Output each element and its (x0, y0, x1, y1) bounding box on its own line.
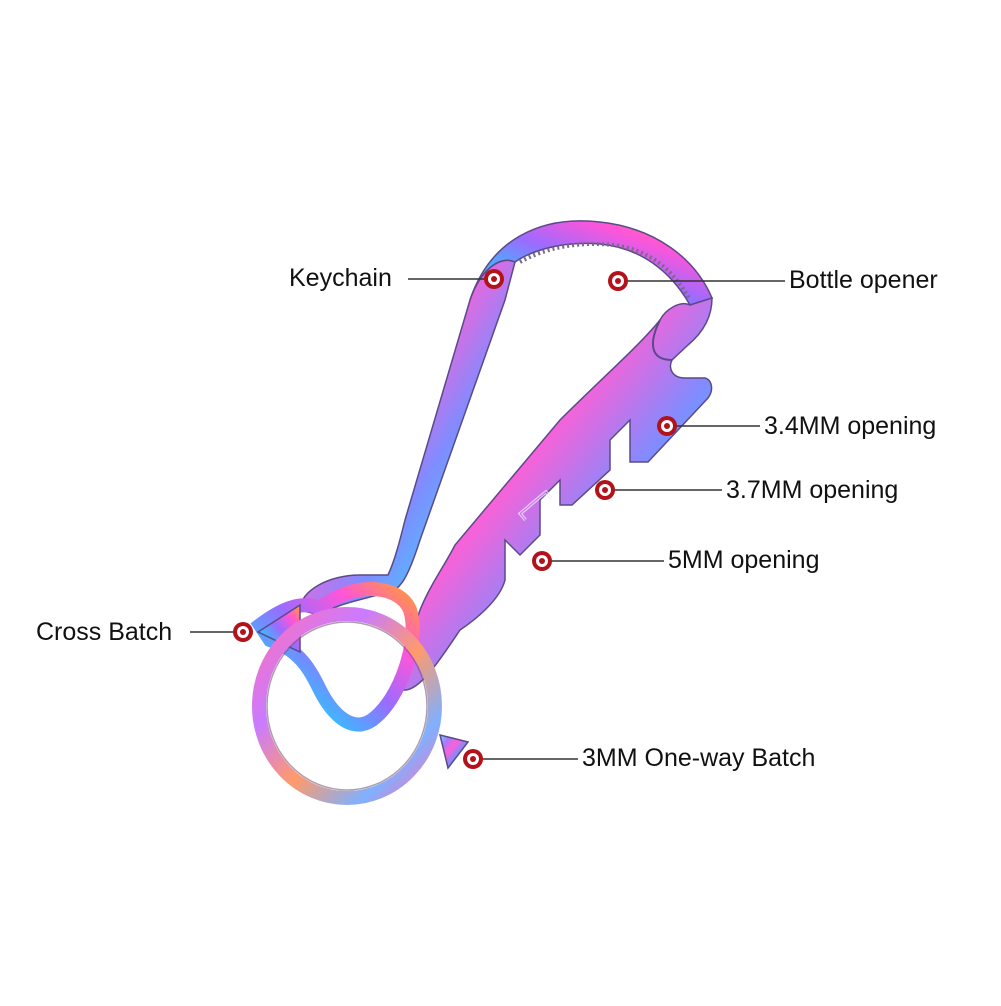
marker-3-7mm (595, 480, 615, 500)
split-key-ring-inner (266, 621, 428, 791)
callout-bottle-opener: Bottle opener (789, 266, 938, 294)
one-way-batch-tip (438, 733, 470, 770)
marker-5mm (532, 551, 552, 571)
callout-keychain: Keychain (289, 264, 392, 292)
bottle-opener-notch (651, 319, 673, 361)
tool-right-body (398, 296, 713, 691)
marker-keychain (484, 269, 504, 289)
callout-cross-batch: Cross Batch (36, 618, 173, 646)
callout-3mm-one-way-batch: 3MM One-way Batch (582, 744, 816, 772)
callout-3-4mm-opening: 3.4MM opening (764, 412, 937, 440)
tool-serration (519, 242, 692, 301)
marker-one-way-batch (463, 749, 483, 769)
tool-top-hook (469, 220, 714, 306)
callout-5mm-opening: 5MM opening (668, 546, 820, 574)
marker-bottle-opener (608, 271, 628, 291)
marker-3-4mm (657, 416, 677, 436)
tool-lower-loop (250, 582, 420, 732)
callout-3-7mm-opening: 3.7MM opening (726, 476, 899, 504)
marker-cross-batch (233, 622, 253, 642)
split-key-ring (252, 607, 442, 805)
